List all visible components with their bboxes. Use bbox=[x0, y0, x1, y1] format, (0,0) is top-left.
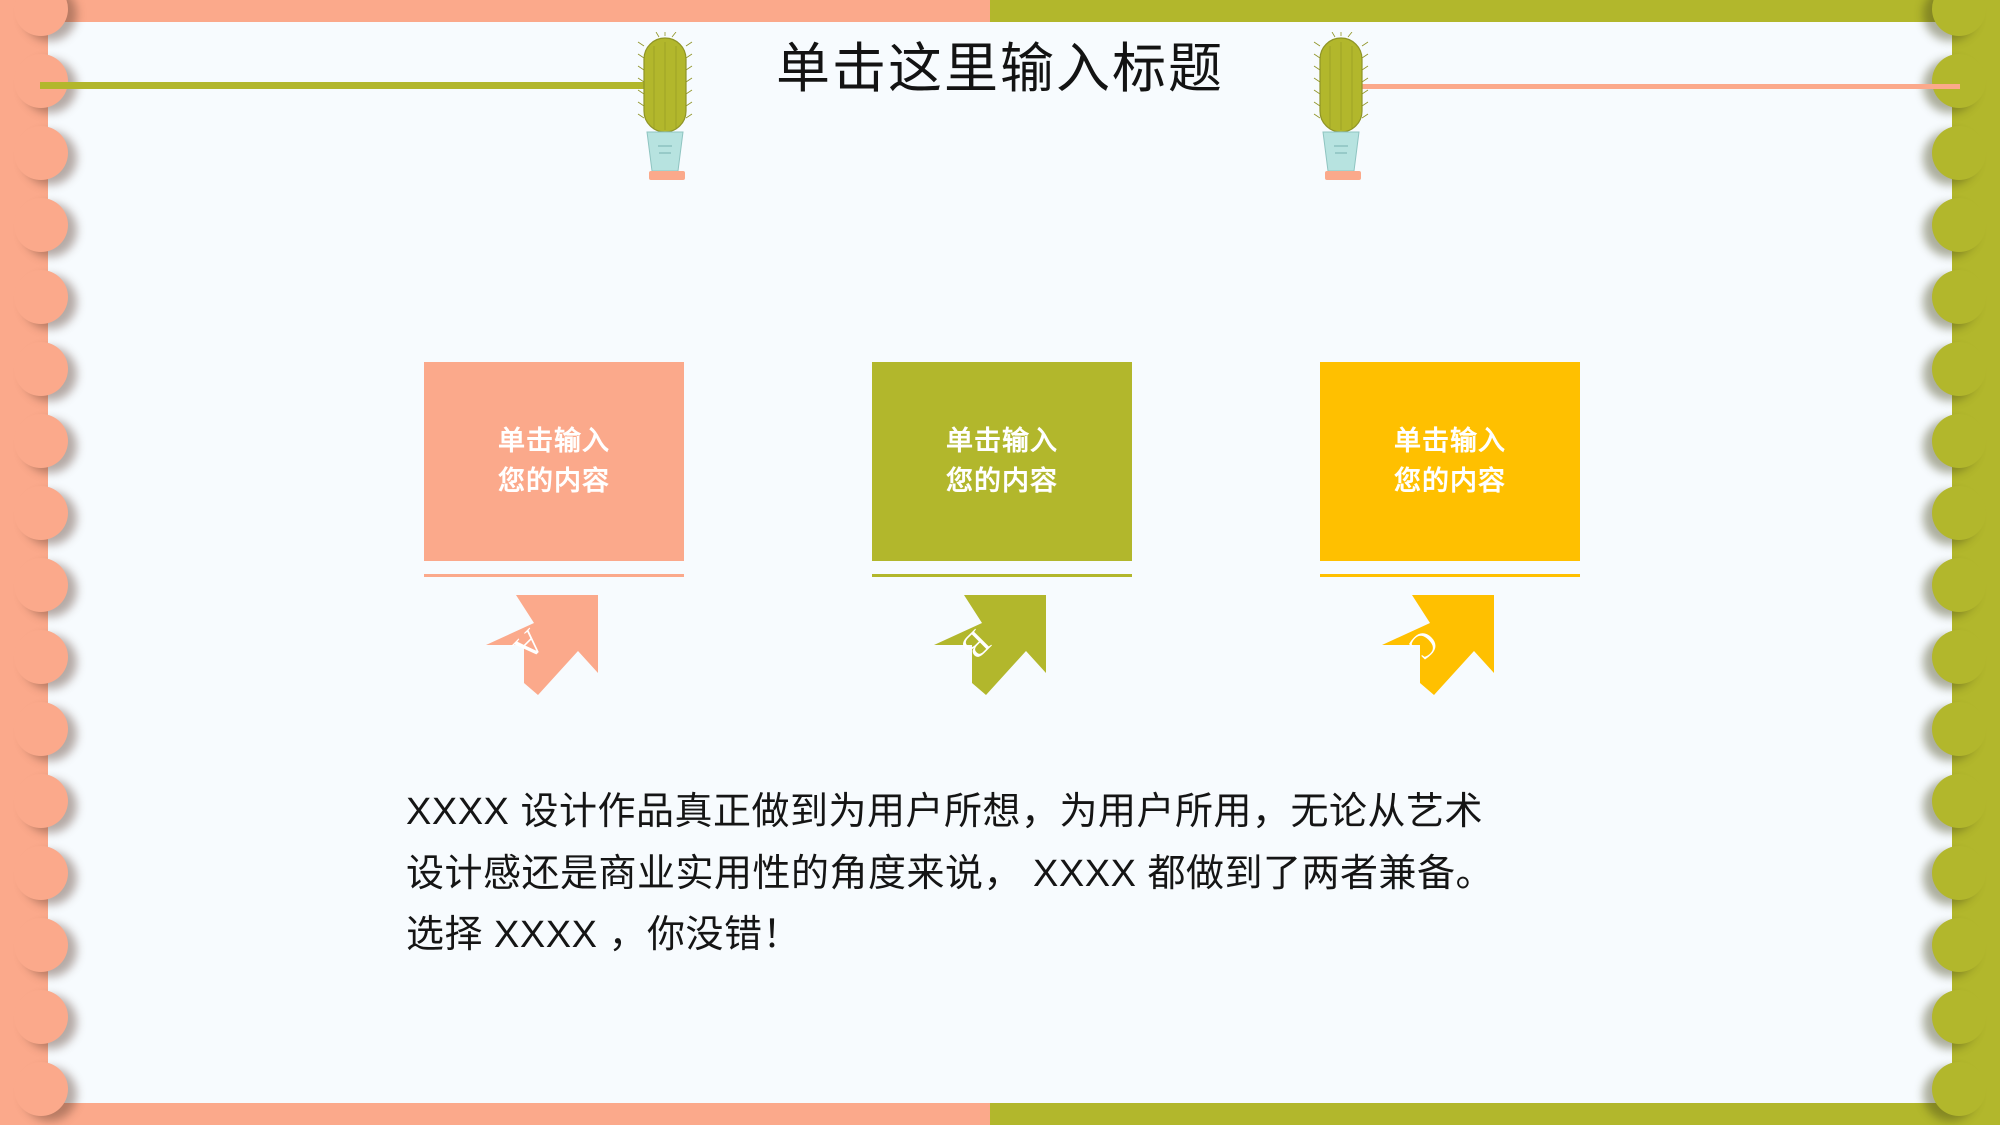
card-underline bbox=[424, 574, 684, 577]
content-card-b[interactable]: 单击输入您的内容 B bbox=[872, 362, 1132, 697]
card-box-b[interactable]: 单击输入您的内容 bbox=[872, 362, 1132, 561]
content-card-a[interactable]: 单击输入您的内容 A bbox=[424, 362, 684, 697]
card-box-c[interactable]: 单击输入您的内容 bbox=[1320, 362, 1580, 561]
title-area: 单击这里输入标题 bbox=[0, 30, 2000, 180]
card-box-a[interactable]: 单击输入您的内容 bbox=[424, 362, 684, 561]
content-card-c[interactable]: 单击输入您的内容 C bbox=[1320, 362, 1580, 697]
body-line-3: 选择 XXXX ，你没错！ bbox=[406, 914, 801, 957]
diagonal-arrow-icon-a: A bbox=[482, 593, 600, 697]
cactus-plant-left-icon bbox=[634, 30, 700, 187]
card-underline bbox=[872, 574, 1132, 577]
diagonal-arrow-icon-b: B bbox=[930, 593, 1048, 697]
page-title[interactable]: 单击这里输入标题 bbox=[776, 39, 1224, 99]
card-text-line-1: 单击输入 bbox=[946, 425, 1058, 456]
card-underline bbox=[1320, 574, 1580, 577]
body-line-1: XXXX 设计作品真正做到为用户所想，为用户所用，无论从艺术 bbox=[406, 791, 1483, 833]
card-text-line-1: 单击输入 bbox=[498, 425, 610, 456]
body-paragraph[interactable]: XXXX 设计作品真正做到为用户所想，为用户所用，无论从艺术 设计感还是商业实用… bbox=[406, 782, 1616, 967]
cactus-plant-right-icon bbox=[1310, 30, 1376, 187]
content-cards-row: 单击输入您的内容 A 单击输入您的内容 B 单击输入您的内容 C bbox=[0, 362, 2000, 695]
card-text-line-2: 您的内容 bbox=[498, 465, 610, 496]
card-text-line-2: 您的内容 bbox=[946, 465, 1058, 496]
diagonal-arrow-icon-c: C bbox=[1378, 593, 1496, 697]
card-text-line-1: 单击输入 bbox=[1394, 425, 1506, 456]
body-line-2: 设计感还是商业实用性的角度来说， XXXX 都做到了两者兼备。 bbox=[406, 852, 1495, 895]
title-rule-right bbox=[1355, 84, 1960, 89]
slide-canvas bbox=[48, 22, 1952, 1103]
title-rule-left bbox=[40, 82, 655, 89]
card-text-line-2: 您的内容 bbox=[1394, 465, 1506, 496]
